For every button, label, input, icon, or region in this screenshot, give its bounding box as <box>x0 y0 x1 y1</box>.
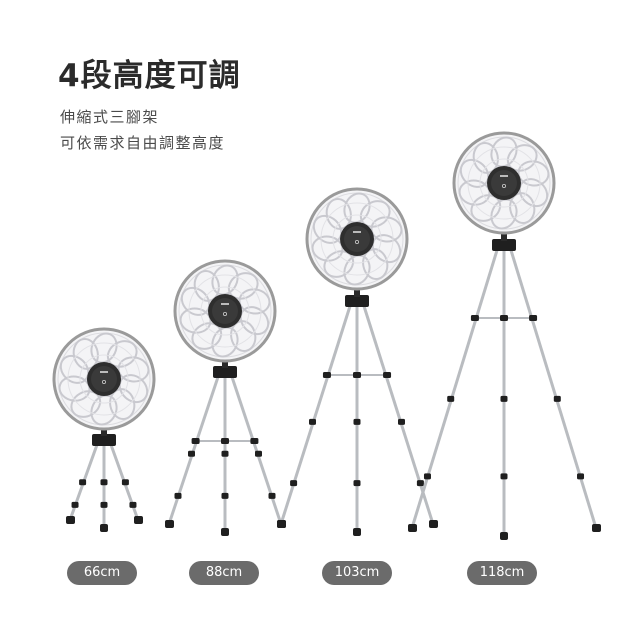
tripod-foot <box>66 516 75 524</box>
tripod-foot <box>429 520 438 528</box>
fan-unit-4 <box>408 131 601 540</box>
leg-clamp <box>353 418 361 425</box>
tripod-foot <box>592 524 601 532</box>
tripod-leg <box>410 246 500 529</box>
fan-unit-2 <box>165 259 286 536</box>
tripod-leg <box>279 302 353 525</box>
page-title: 4段高度可調 <box>58 58 241 94</box>
tripod-head-joint <box>92 434 116 446</box>
tripod-foot <box>221 528 229 536</box>
leg-clamp <box>268 492 276 499</box>
tripod-foot <box>500 532 508 540</box>
tripod-foot <box>353 528 361 536</box>
tripod-foot <box>134 516 143 524</box>
tripod-foot <box>277 520 286 528</box>
fan-head <box>305 187 409 291</box>
leg-clamp <box>255 450 262 457</box>
leg-clamp <box>416 480 424 487</box>
leg-clamp <box>221 450 229 457</box>
tripod-leg <box>229 373 283 525</box>
tripod-head-joint <box>213 366 237 378</box>
leg-clamp <box>383 372 392 378</box>
height-badge-88: 88cm <box>189 561 259 585</box>
leg-clamp <box>423 473 431 480</box>
leg-clamp <box>79 479 87 486</box>
height-badge-103: 103cm <box>322 561 392 585</box>
tripod-leg <box>508 246 598 529</box>
fan-neck <box>501 228 507 241</box>
leg-clamp <box>398 418 405 425</box>
leg-clamp <box>577 473 585 480</box>
leg-clamp <box>500 473 508 480</box>
leg-clamp <box>309 418 316 425</box>
fan-unit-3 <box>277 187 438 536</box>
fan-neck <box>354 284 360 297</box>
leg-clamp <box>470 315 479 321</box>
fan-head <box>452 131 556 235</box>
leg-clamp <box>353 480 361 487</box>
subtitle-line-1: 伸縮式三腳架 <box>60 108 160 126</box>
leg-clamp <box>353 372 361 378</box>
fan-unit-1 <box>52 327 156 532</box>
leg-clamp <box>221 492 229 499</box>
leg-clamp <box>290 480 298 487</box>
leg-clamp <box>174 492 182 499</box>
leg-clamp <box>250 438 259 444</box>
leg-clamp <box>322 372 331 378</box>
tripod-head-joint <box>345 295 369 307</box>
tripod-foot <box>100 524 108 532</box>
tripod-foot <box>408 524 417 532</box>
leg-clamp <box>221 438 229 444</box>
fan-head <box>52 327 156 431</box>
leg-clamp <box>121 479 129 486</box>
leg-clamp <box>100 501 108 508</box>
leg-clamp <box>529 315 538 321</box>
leg-clamp <box>500 315 508 321</box>
tripod-head-joint <box>492 239 516 251</box>
leg-clamp <box>100 479 108 486</box>
leg-clamp <box>553 395 561 402</box>
leg-clamp <box>129 501 137 508</box>
leg-clamp <box>71 501 79 508</box>
leg-clamp <box>188 450 195 457</box>
height-badge-66: 66cm <box>67 561 137 585</box>
leg-clamp <box>447 395 455 402</box>
leg-clamp <box>191 438 200 444</box>
tripod-leg <box>167 373 221 525</box>
tripod-leg <box>361 302 435 525</box>
leg-clamp <box>500 395 508 402</box>
fan-head <box>173 259 277 363</box>
tripod-foot <box>165 520 174 528</box>
height-badge-118: 118cm <box>467 561 537 585</box>
subtitle-line-2: 可依需求自由調整高度 <box>60 134 226 152</box>
